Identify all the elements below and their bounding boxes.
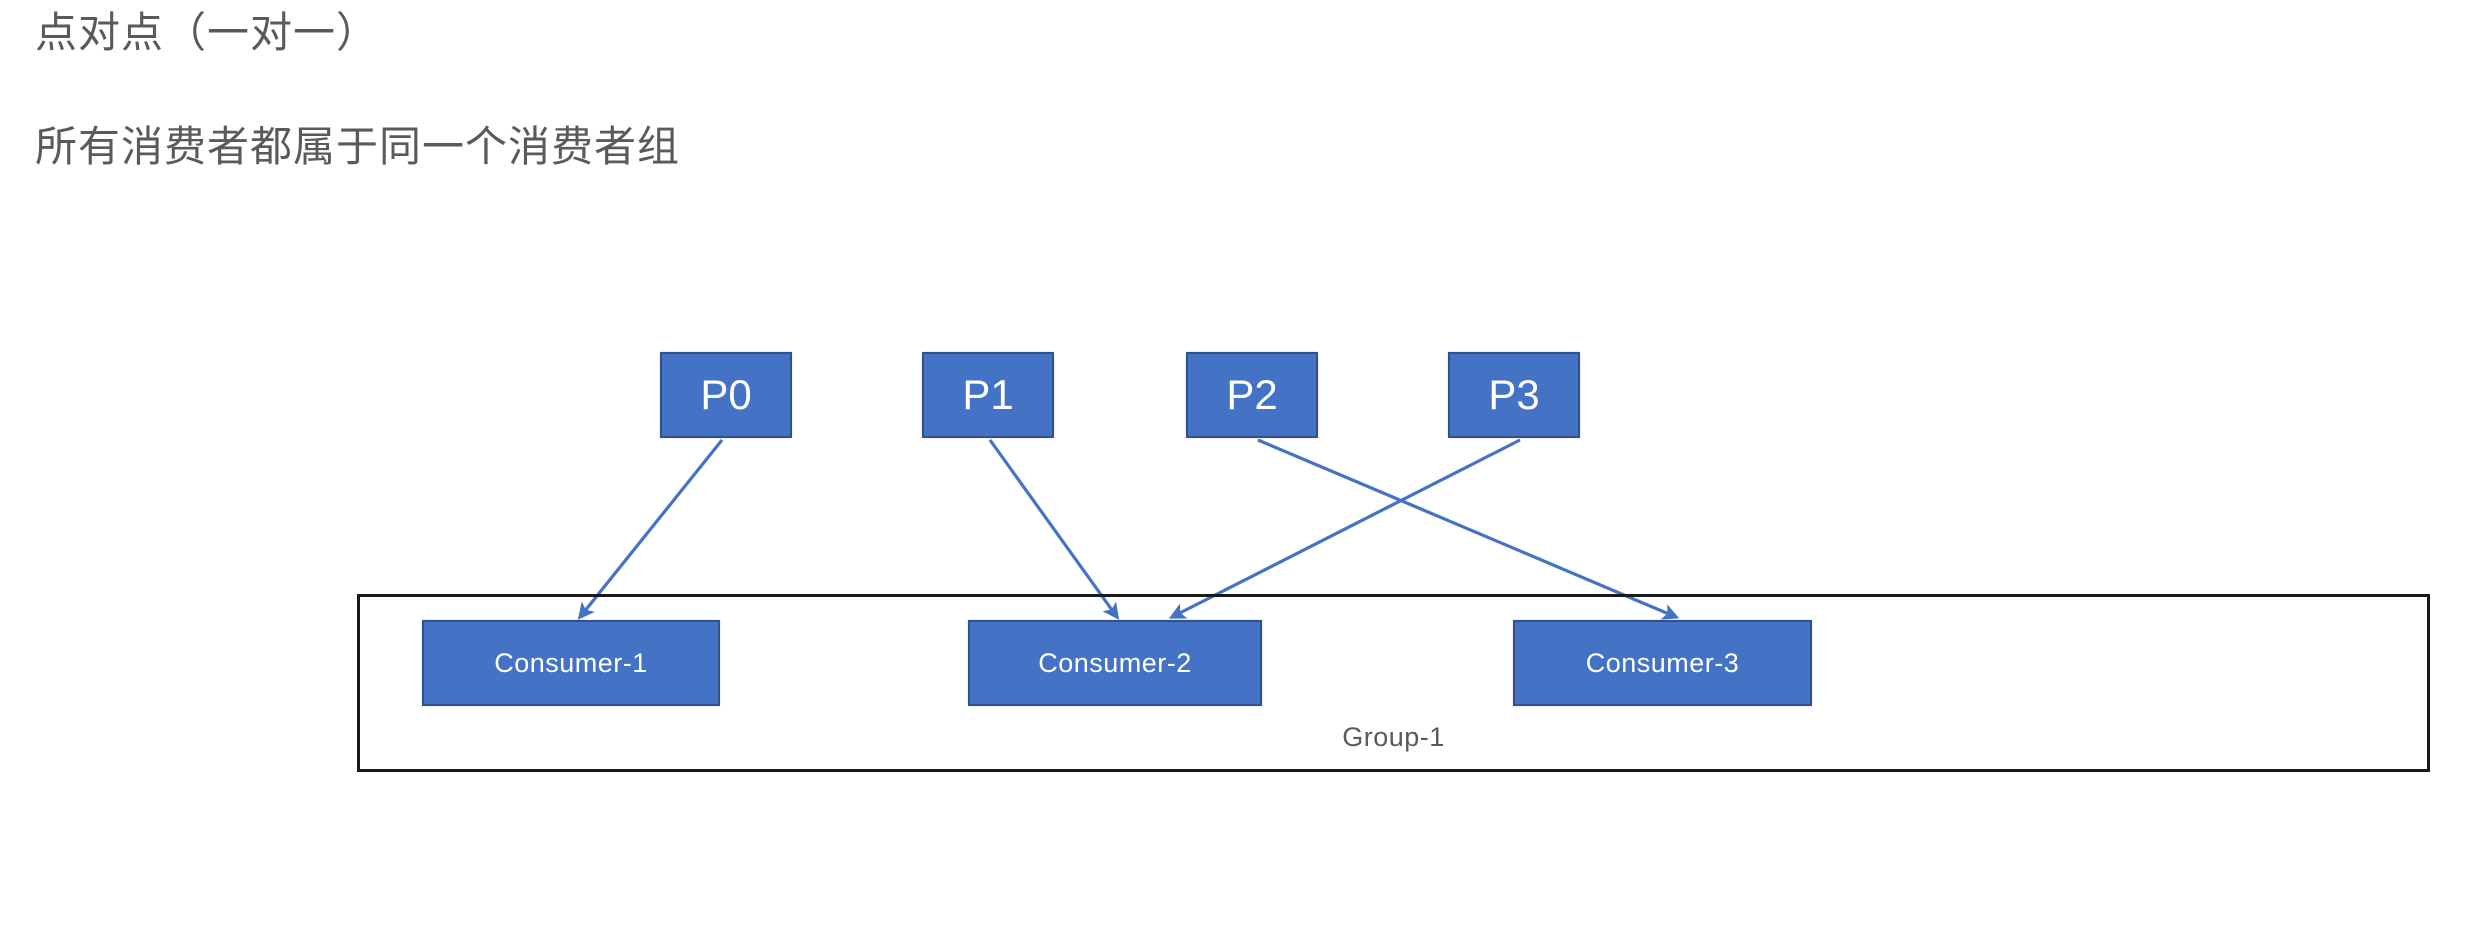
consumer-box-1[interactable]: Consumer-1 bbox=[422, 620, 720, 706]
page-title: 点对点（一对一） bbox=[35, 9, 380, 56]
partition-box-p2[interactable]: P2 bbox=[1186, 352, 1318, 438]
connector-p1-consumer-2 bbox=[988, 439, 1120, 620]
connector-p0-consumer-1 bbox=[577, 438, 724, 620]
partition-box-p0[interactable]: P0 bbox=[660, 352, 792, 438]
connector-p2-consumer-3 bbox=[1257, 438, 1680, 620]
consumer-box-2[interactable]: Consumer-2 bbox=[968, 620, 1262, 706]
partition-box-p1[interactable]: P1 bbox=[922, 352, 1054, 438]
consumer-group-label: Group-1 bbox=[1342, 722, 1445, 752]
connector-p3-consumer-2 bbox=[1168, 438, 1521, 619]
partition-box-p3[interactable]: P3 bbox=[1448, 352, 1580, 438]
consumer-box-3[interactable]: Consumer-3 bbox=[1513, 620, 1812, 706]
consumer-group-box bbox=[357, 594, 2430, 772]
page-subtitle: 所有消费者都属于同一个消费者组 bbox=[35, 123, 681, 170]
